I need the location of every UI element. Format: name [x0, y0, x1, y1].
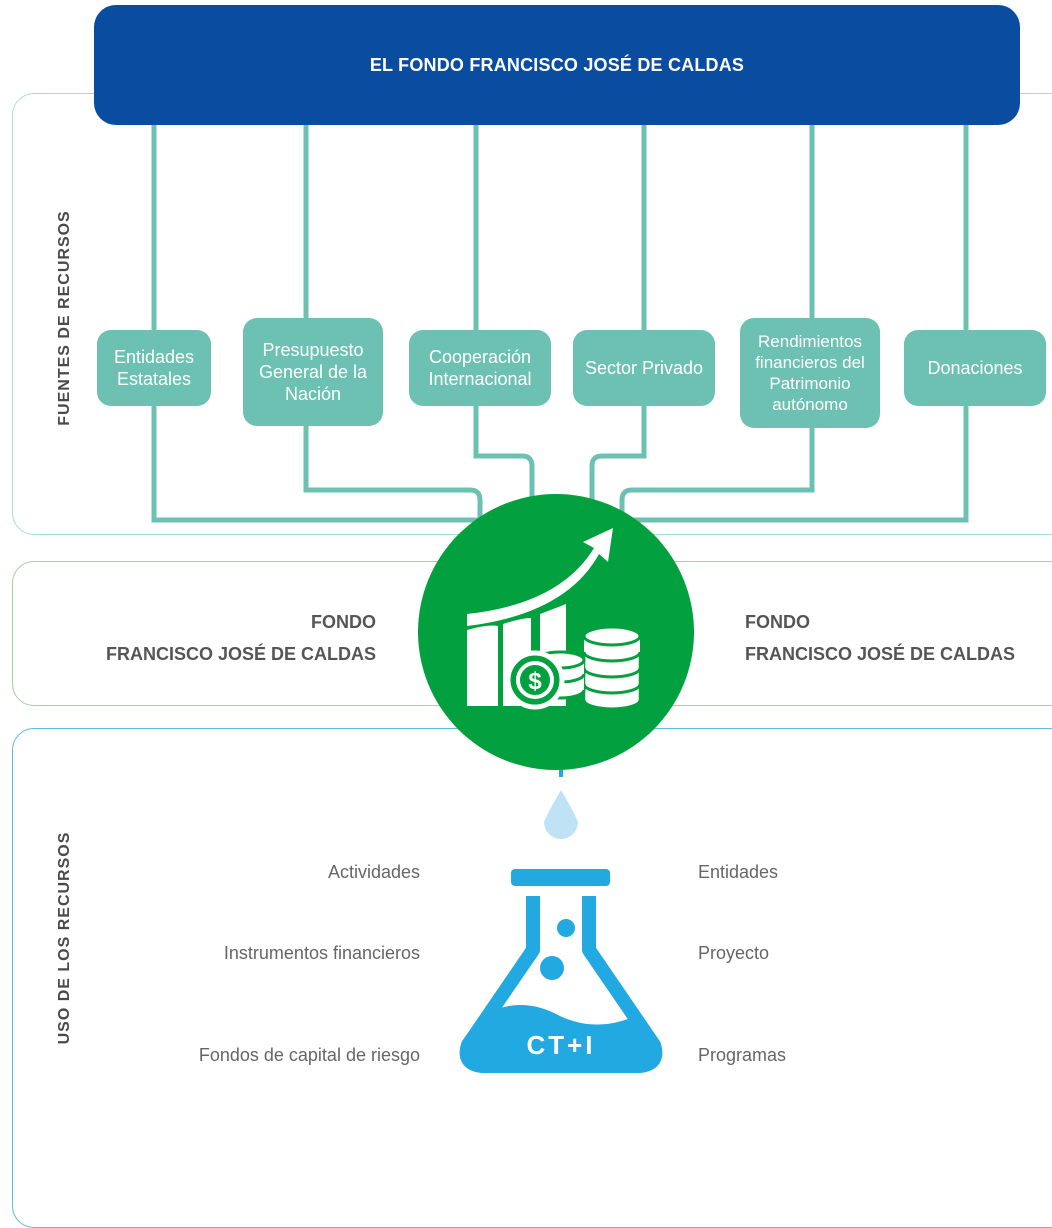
source-rendimientos-financieros: Rendimientos financieros del Patrimonio … [740, 318, 880, 428]
connector-line [589, 120, 647, 500]
flask-label: CT+I [526, 1030, 595, 1060]
connector-line [619, 120, 815, 520]
connector-line [600, 120, 969, 523]
use-item-instrumentos-financieros: Instrumentos financieros [223, 943, 420, 963]
fondo-right-line2: FRANCISCO JOSÉ DE CALDAS [745, 644, 1016, 664]
fondo-left-text: FONDO FRANCISCO JOSÉ DE CALDAS [106, 606, 376, 670]
header-title: EL FONDO FRANCISCO JOSÉ DE CALDAS [94, 5, 1020, 125]
source-donaciones: Donaciones [904, 330, 1046, 406]
source-entidades-estatales: Entidades Estatales [97, 330, 211, 406]
fondo-right-line1: FONDO [745, 612, 810, 632]
fondo-right-text: FONDO FRANCISCO JOSÉ DE CALDAS [745, 606, 1015, 670]
dollar-symbol: $ [528, 668, 542, 695]
connector-line [473, 120, 535, 500]
fondo-left-line2: FRANCISCO JOSÉ DE CALDAS [105, 644, 376, 664]
source-presupuesto-general: Presupuesto General de la Nación [243, 318, 383, 426]
use-item-programas: Programas [698, 1045, 787, 1065]
connector-line [303, 120, 483, 520]
use-item-proyecto: Proyecto [698, 943, 770, 963]
use-item-actividades: Actividades [327, 862, 420, 882]
fondo-left-line1: FONDO [311, 612, 376, 632]
connector-line [151, 120, 490, 523]
source-cooperacion-internacional: Cooperación Internacional [409, 330, 551, 406]
use-item-entidades: Entidades [698, 862, 779, 882]
use-item-fondos-capital-riesgo: Fondos de capital de riesgo [198, 1045, 420, 1065]
source-sector-privado: Sector Privado [573, 330, 715, 406]
